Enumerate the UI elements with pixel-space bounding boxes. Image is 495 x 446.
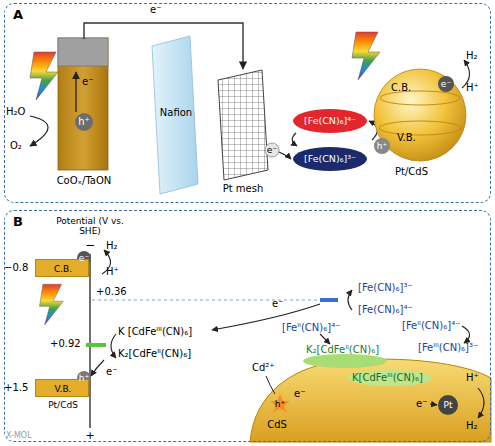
node-title: C.B. bbox=[391, 82, 411, 94]
species-label: H₂O bbox=[6, 106, 25, 118]
species-label: [Feᴵᴵ(CN)₆]⁴⁻ bbox=[282, 322, 340, 334]
potential-value: +0.92 bbox=[50, 338, 81, 350]
species-label: H⁺ bbox=[466, 82, 479, 94]
electron-label: e⁻ bbox=[416, 398, 427, 410]
watermark: X-MOL bbox=[6, 431, 32, 440]
photoanode: CoOₓ/TaON bbox=[54, 39, 115, 189]
electron-label: e⁻ bbox=[294, 388, 305, 400]
cds-surface bbox=[250, 326, 491, 442]
node-title: [Fe(CN)₆]³⁻ bbox=[304, 154, 356, 165]
hole-label: h⁺ bbox=[78, 116, 90, 128]
hole-label: h⁺ bbox=[275, 399, 285, 409]
species-label: [Feᴵᴵ(CN)₆]⁴⁻ bbox=[402, 320, 460, 332]
potential-value: −0.8 bbox=[4, 262, 28, 274]
node-text: Pt/CdS bbox=[395, 166, 428, 178]
hole-label: h⁺ bbox=[377, 141, 387, 151]
species-label: K₂[CdFeᴵᴵ(CN)₆] bbox=[118, 348, 191, 360]
photocatalyst: C.B.V.B.Pt/CdS bbox=[375, 70, 467, 162]
axis-title: Potential (V vs. SHE) bbox=[52, 216, 128, 237]
species-label: K[CdFeᴵᴵᴵ(CN)₆] bbox=[352, 372, 423, 384]
ion-label: Cd²⁺ bbox=[252, 362, 275, 374]
axis-sign: − bbox=[85, 239, 95, 253]
photoanode bbox=[30, 38, 108, 170]
hole-label: h⁺ bbox=[79, 373, 89, 383]
node-text: Pt/CdS bbox=[48, 400, 78, 410]
node-title: CoOₓ/TaON bbox=[57, 175, 112, 187]
electron-label: e⁻ bbox=[150, 4, 161, 16]
axis-sign: + bbox=[85, 430, 94, 443]
node-title: B bbox=[13, 215, 23, 230]
redox-ellipse: [Fe(CN)₆]⁴⁻ bbox=[293, 109, 367, 133]
wire-connector bbox=[84, 23, 243, 69]
node-title: C.B. bbox=[54, 264, 72, 274]
node-title: CdS bbox=[267, 419, 287, 431]
electron-label: e⁻ bbox=[106, 366, 117, 378]
species-label: H⁺ bbox=[466, 372, 479, 384]
electron-label: e⁻ bbox=[267, 145, 277, 155]
species-label: K [CdFeᴵᴵᴵ(CN)₆] bbox=[118, 326, 192, 338]
electron-label: e⁻ bbox=[441, 79, 451, 89]
pt-mesh bbox=[218, 70, 268, 180]
species-label: K₂[CdFeᴵᴵ(CN)₆] bbox=[306, 344, 379, 356]
light-bolt bbox=[40, 284, 64, 325]
membrane: Nafion bbox=[151, 37, 201, 197]
species-label: H₂ bbox=[106, 240, 118, 252]
node-title: A bbox=[13, 8, 23, 23]
node-text: V.B. bbox=[397, 132, 416, 144]
light-bolt bbox=[30, 52, 58, 100]
cds-particle bbox=[374, 60, 470, 161]
node-title: V.B. bbox=[55, 384, 72, 394]
potential-value: +1.5 bbox=[4, 382, 28, 394]
species-label: O₂ bbox=[10, 140, 22, 152]
electron-label: e⁻ bbox=[79, 253, 89, 263]
electron-label: e⁻ bbox=[272, 298, 283, 310]
cathode: Pt mesh bbox=[211, 69, 275, 197]
species-label: [Feᴵᴵᴵ(CN)₆]³⁻ bbox=[418, 342, 478, 354]
panel: A CoOₓ/TaON Nafion Pt mesh [Fe(CN)₆]⁴⁻ [Fe(CN… bbox=[4, 3, 491, 203]
species-label: [Fe(CN)₆]³⁻ bbox=[358, 282, 413, 294]
node-title: [Fe(CN)₆]⁴⁻ bbox=[304, 116, 356, 127]
nafion-membrane bbox=[152, 36, 198, 194]
species-label: H⁺ bbox=[106, 266, 119, 278]
electron-label: e⁻ bbox=[82, 76, 93, 88]
node-title: Pt mesh bbox=[223, 183, 264, 195]
node-title: Nafion bbox=[160, 107, 192, 119]
light-bolt bbox=[352, 32, 380, 80]
species-label: H₂ bbox=[466, 420, 478, 432]
particle-label-box: CdS bbox=[257, 415, 297, 435]
species-label: [Fe(CN)₆]⁴⁻ bbox=[358, 304, 413, 316]
potential-value: +0.36 bbox=[96, 286, 127, 298]
cocatalyst-label: Pt bbox=[444, 400, 453, 410]
redox-ellipse: [Fe(CN)₆]³⁻ bbox=[293, 147, 367, 171]
species-label: H₂ bbox=[466, 50, 478, 62]
